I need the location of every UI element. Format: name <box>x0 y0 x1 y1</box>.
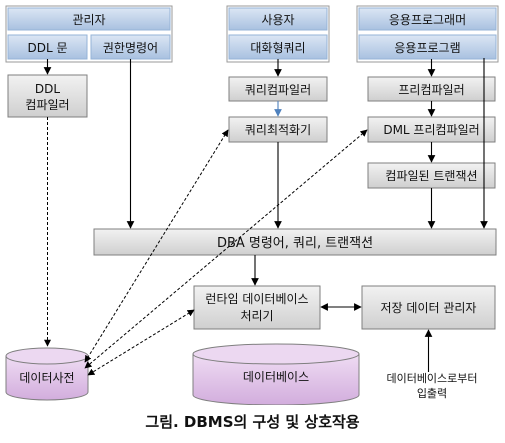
query-optimizer-label: 쿼리최적화기 <box>245 123 311 137</box>
figure-caption: 그림. DBMS의 구성 및 상호작용 <box>145 413 360 431</box>
ddl-statement-label: DDL 문 <box>27 41 67 55</box>
database-label: 데이터베이스 <box>243 370 309 384</box>
dashed-runtime-dictionary <box>87 309 195 376</box>
io-note-line1: 데이터베이스로부터 <box>386 372 477 385</box>
app-program-label: 응용프로그램 <box>394 41 460 55</box>
precompiler-label: 프리컴파일러 <box>398 83 464 97</box>
runtime-processor-line2: 처리기 <box>240 309 273 323</box>
interactive-query-label: 대화형쿼리 <box>250 41 305 55</box>
auth-command-label: 권한명령어 <box>103 41 158 55</box>
data-dictionary-label: 데이터사전 <box>19 371 74 385</box>
query-compiler-label: 쿼리컴파일러 <box>245 83 311 97</box>
admin-group-frame <box>5 5 173 63</box>
dml-precompiler-label: DML 프리컴파일러 <box>383 123 479 137</box>
compiled-transaction-label: 컴파일된 트랜잭션 <box>385 169 477 183</box>
ddl-compiler-line2: 컴파일러 <box>25 98 69 112</box>
programmer-label: 응용프로그래머 <box>389 13 466 27</box>
ddl-compiler-line1: DDL <box>35 82 60 96</box>
programmer-header <box>358 7 497 31</box>
runtime-processor-line1: 런타임 데이터베이스 <box>205 292 308 306</box>
app-program-box <box>358 34 497 60</box>
admin-label: 관리자 <box>72 13 105 27</box>
data-dictionary-cylinder: 데이터사전 <box>5 347 89 401</box>
dml-precompiler-box <box>367 116 496 143</box>
dbms-diagram: 관리자 DDL 문 권한명령어 사용자 대화형쿼리 응용프로그래머 응용프로그램… <box>5 5 499 405</box>
admin-header <box>7 7 171 31</box>
dashed-arrows <box>44 117 368 376</box>
ddl-compiler-box <box>7 74 88 118</box>
io-note-line2: 입출력 <box>417 387 447 400</box>
programmer-group-frame <box>356 5 499 63</box>
user-label: 사용자 <box>261 13 294 27</box>
storage-manager-label: 저장 데이터 관리자 <box>381 301 477 315</box>
dba-command-label: DBA 명령어, 쿼리, 트랜잭션 <box>217 236 373 251</box>
user-header <box>228 7 328 31</box>
precompiler-box <box>367 76 496 102</box>
auth-command-box <box>90 34 171 60</box>
database-cylinder: 데이터베이스 <box>192 343 360 405</box>
